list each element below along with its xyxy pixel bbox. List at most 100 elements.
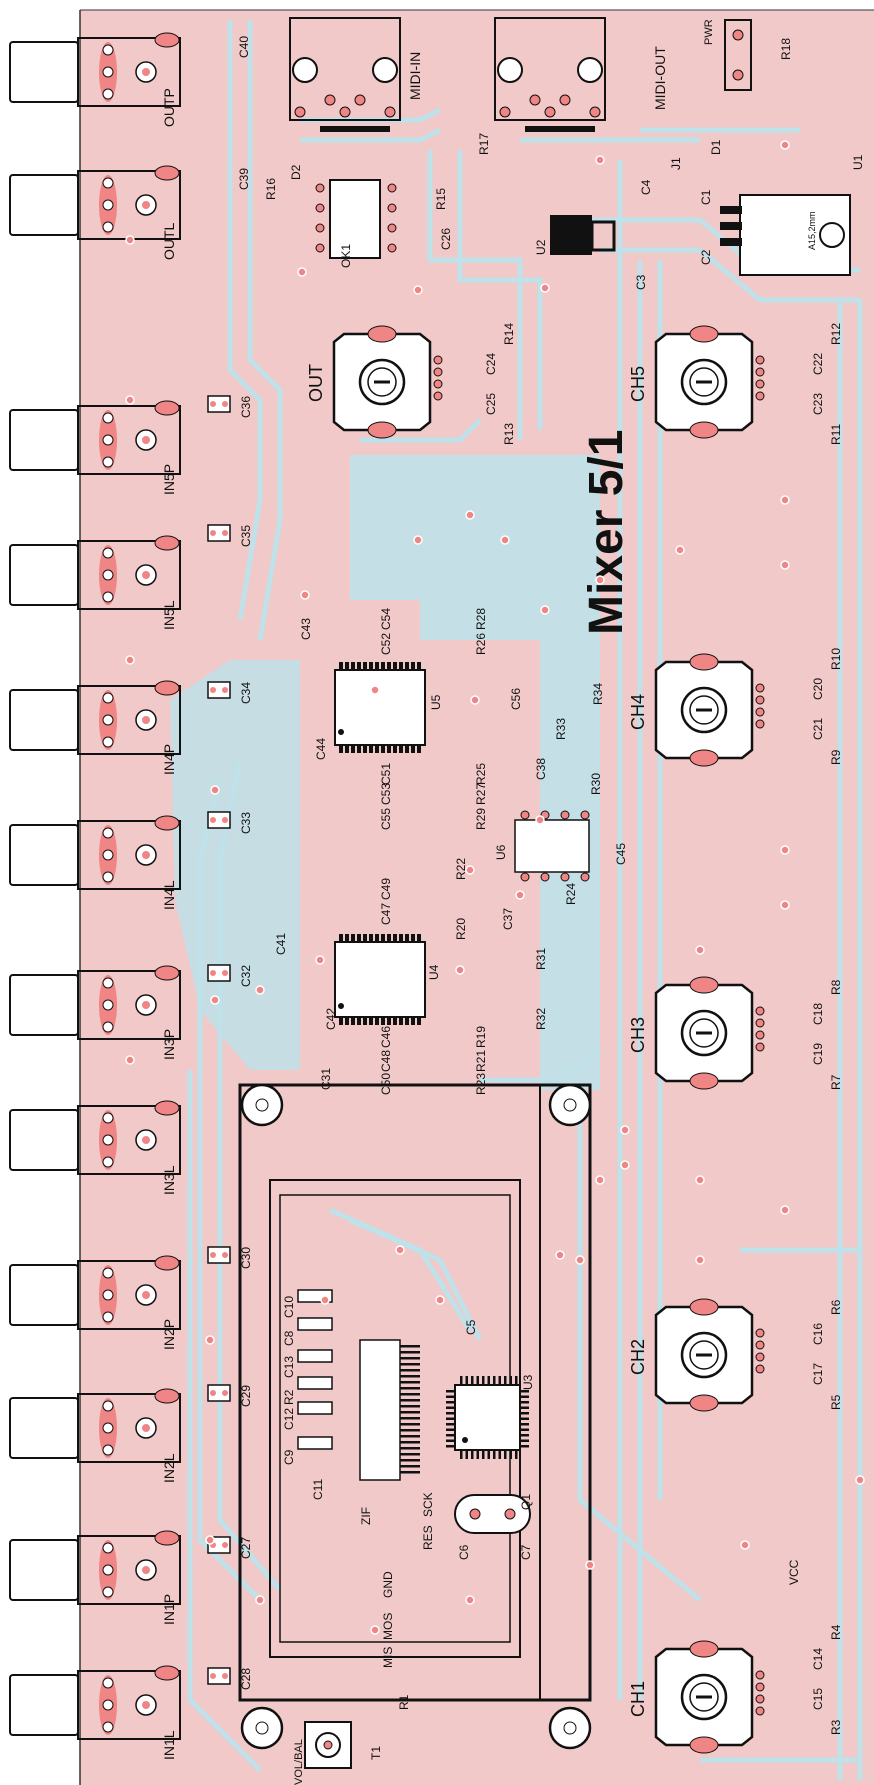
via <box>695 1255 705 1265</box>
via <box>535 815 545 825</box>
jack-label: IN5P <box>161 464 177 495</box>
via <box>595 155 605 165</box>
chip-label: C9 <box>282 1449 296 1465</box>
part-label: C48 <box>379 1050 393 1072</box>
via <box>780 495 790 505</box>
jack-label: IN4P <box>161 744 177 775</box>
part-label: R13 <box>502 423 516 445</box>
part-label: C52 <box>379 633 393 655</box>
jack-label: IN5L <box>161 600 177 630</box>
part-label: A15,2mm <box>807 211 817 250</box>
via <box>255 1595 265 1605</box>
part-label: R31 <box>534 948 548 970</box>
part-label: C46 <box>379 1026 393 1048</box>
midi-in-label: MIDI-IN <box>407 52 423 100</box>
jack-label: IN1L <box>161 1730 177 1760</box>
jack-in2l: IN2L <box>9 1388 181 1483</box>
via <box>413 535 423 545</box>
mcu-u3 <box>446 1376 529 1459</box>
via <box>675 545 685 555</box>
chip-label: C13 <box>282 1356 296 1378</box>
chip-c9 <box>297 1436 333 1450</box>
pot-ch3: CH3 <box>628 976 765 1090</box>
part-label: C41 <box>274 933 288 955</box>
via <box>515 890 525 900</box>
chip-label: C12 <box>282 1408 296 1430</box>
part-label: C3 <box>634 274 648 290</box>
header-label: VCC <box>787 1559 801 1585</box>
pot-label: CH5 <box>628 366 648 402</box>
part-label: C42 <box>324 1008 338 1030</box>
part-label: R34 <box>591 683 605 705</box>
part-label: C25 <box>484 393 498 415</box>
cap-c30: C30 <box>207 1246 253 1269</box>
optocoupler-ok1 <box>315 179 397 259</box>
jack-in5l: IN5L <box>9 535 181 630</box>
via <box>320 1295 330 1305</box>
midi-out-connector: MIDI-OUT <box>494 17 668 132</box>
jack-label: IN3P <box>161 1029 177 1060</box>
via <box>455 965 465 975</box>
part-label: R23 <box>474 1073 488 1095</box>
vol-bal-label: VOL/BAL <box>293 1739 305 1785</box>
jack-label: IN2L <box>161 1453 177 1483</box>
jack-in3l: IN3L <box>9 1100 181 1195</box>
pot-ch2: CH2 <box>628 1298 765 1412</box>
part-label: R22 <box>454 858 468 880</box>
cap-c35: C35 <box>207 524 253 547</box>
chip-label: R2 <box>282 1389 296 1405</box>
jack-in4l: IN4L <box>9 815 181 910</box>
via <box>205 1335 215 1345</box>
part-label: U6 <box>494 844 508 860</box>
part-label: OK1 <box>339 244 353 268</box>
part-label: C39 <box>237 168 251 190</box>
via <box>540 283 550 293</box>
part-label: C54 <box>379 608 393 630</box>
part-label: D1 <box>709 139 723 155</box>
part-label: R12 <box>829 323 843 345</box>
part-label: C15 <box>811 1688 825 1710</box>
header-label: RES <box>421 1525 435 1550</box>
via <box>555 1250 565 1260</box>
part-label: C14 <box>811 1648 825 1670</box>
part-label: R33 <box>554 718 568 740</box>
cap-c29: C29 <box>207 1384 253 1407</box>
part-label: C16 <box>811 1323 825 1345</box>
part-label: C19 <box>811 1043 825 1065</box>
jack-label: IN2P <box>161 1319 177 1350</box>
part-label: C4 <box>639 179 653 195</box>
part-label: R26 <box>474 633 488 655</box>
part-label: C1 <box>699 189 713 205</box>
pot-label: CH4 <box>628 694 648 730</box>
part-label: C47 <box>379 903 393 925</box>
via <box>780 140 790 150</box>
pot-label: OUT <box>306 364 326 402</box>
via <box>465 510 475 520</box>
pot-ch5: CH5 <box>628 325 765 439</box>
part-label: R19 <box>474 1026 488 1048</box>
cap-label: C35 <box>239 525 253 547</box>
part-label: C20 <box>811 678 825 700</box>
jack-column: OUTPOUTLIN5PIN5LIN4PIN4LIN3PIN3LIN2PIN2L… <box>9 32 181 1760</box>
via <box>780 1205 790 1215</box>
part-label: R32 <box>534 1008 548 1030</box>
header-label: GND <box>381 1571 395 1598</box>
cap-label: C28 <box>239 1668 253 1690</box>
part-label: U3 <box>521 1374 535 1390</box>
ic-u5 <box>334 662 426 753</box>
via <box>780 900 790 910</box>
crystal-q1 <box>454 1494 531 1534</box>
header-label: MIS <box>381 1647 395 1668</box>
pwr-connector: PWR <box>703 19 752 91</box>
vol-bal-button <box>304 1721 352 1769</box>
part-label: R28 <box>474 608 488 630</box>
part-label: C31 <box>319 1068 333 1090</box>
regulator-u1 <box>720 194 851 276</box>
chip-label: C10 <box>282 1296 296 1318</box>
via <box>500 535 510 545</box>
part-label: C6 <box>457 1544 471 1560</box>
part-label: U2 <box>534 239 548 255</box>
pwr-label: PWR <box>703 19 715 45</box>
part-label: T1 <box>369 1746 383 1760</box>
